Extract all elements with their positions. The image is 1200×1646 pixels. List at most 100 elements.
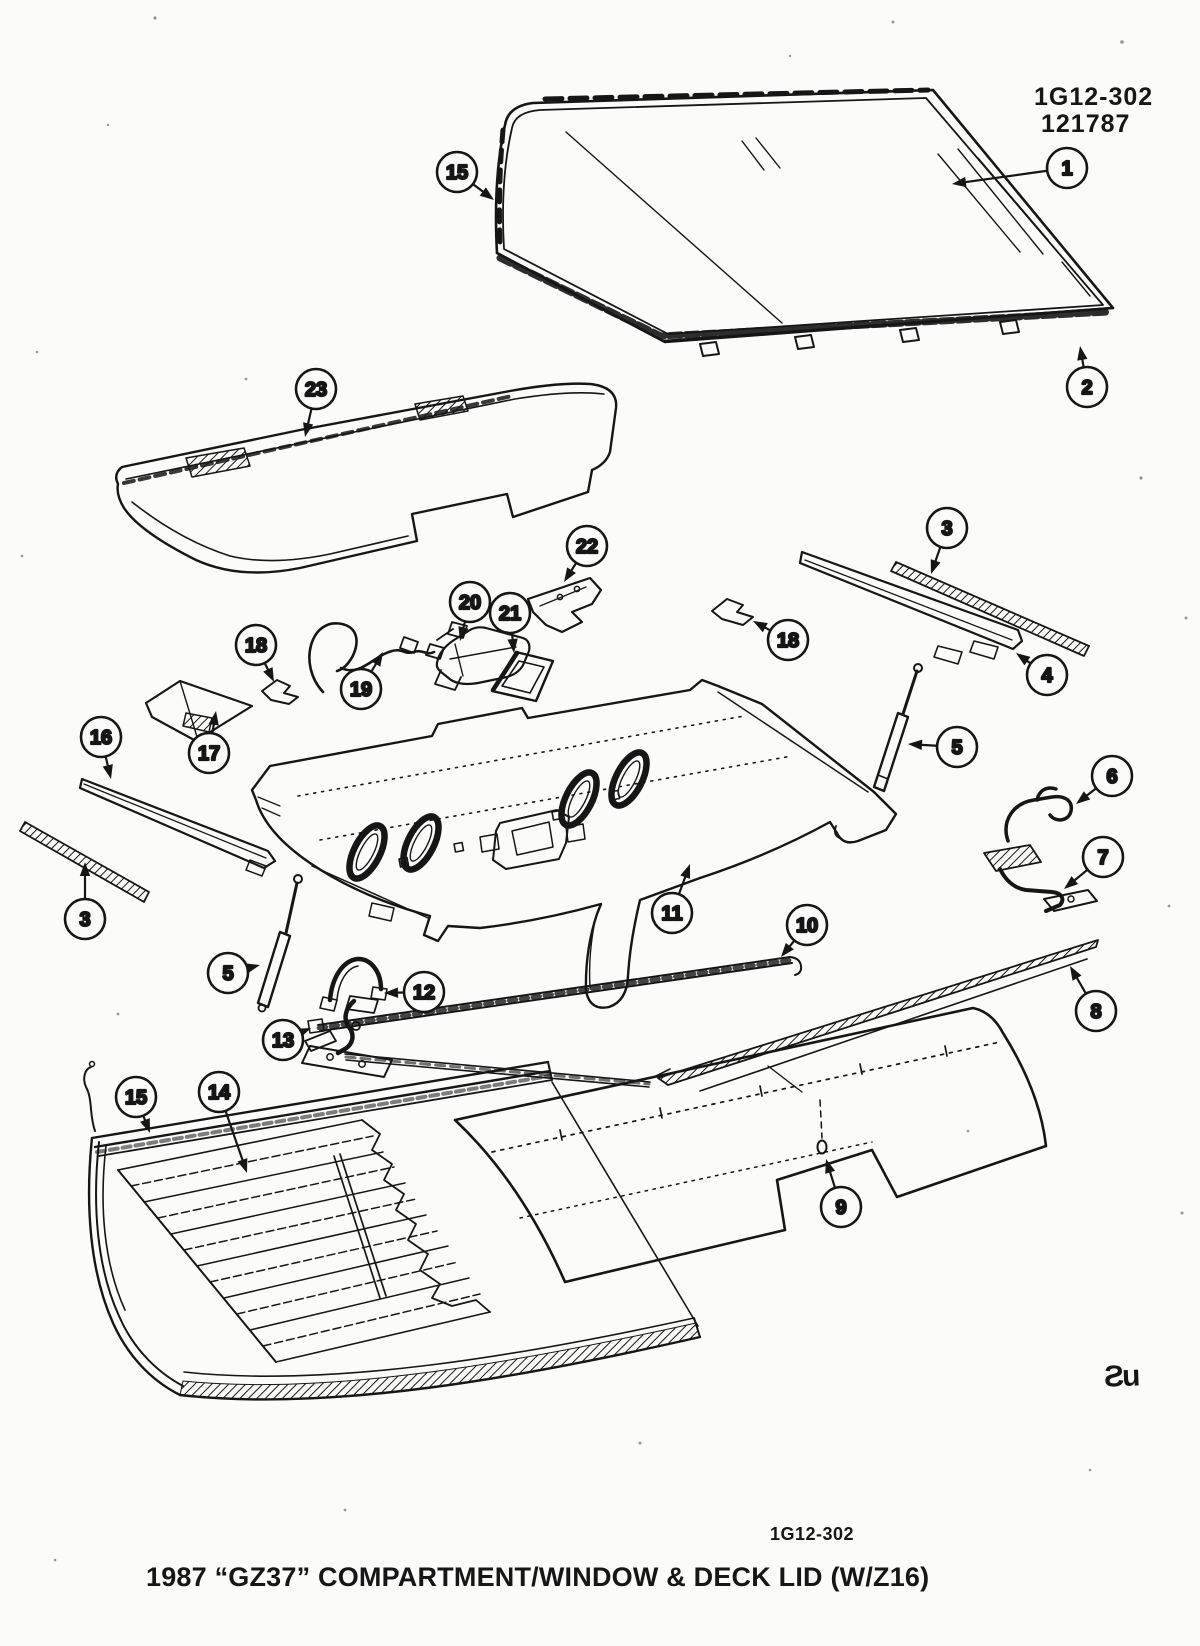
torque-rod-10 <box>307 956 803 1034</box>
svg-text:4: 4 <box>1041 665 1053 687</box>
clip-6 <box>1004 786 1074 843</box>
callout-15: 15 <box>114 1075 158 1133</box>
svg-text:15: 15 <box>125 1087 147 1109</box>
callout-22: 22 <box>564 524 609 582</box>
svg-text:9: 9 <box>835 1197 846 1219</box>
svg-text:22: 22 <box>576 536 598 558</box>
caption-text: 1987 “GZ37” COMPARTMENT/WINDOW & DECK LI… <box>146 1562 930 1592</box>
svg-text:11: 11 <box>661 903 682 925</box>
callout-12: 12 <box>384 970 446 1014</box>
callout-3: 3 <box>925 506 969 574</box>
glass-lower-molding <box>495 251 1115 357</box>
callout-8: 8 <box>1070 966 1118 1033</box>
svg-text:3: 3 <box>941 518 952 540</box>
svg-text:12: 12 <box>413 982 435 1004</box>
glass-upper-molding <box>496 87 931 248</box>
header-codes: 1G12-302 121787 <box>1034 84 1153 138</box>
callout-21: 21 <box>488 591 532 653</box>
callout-18: 18 <box>753 618 810 662</box>
callout-13: 13 <box>261 1018 311 1062</box>
svg-text:19: 19 <box>350 679 372 701</box>
callout-7: 7 <box>1064 835 1125 889</box>
callout-19: 19 <box>339 652 383 711</box>
weatherstrip-15 <box>87 1060 553 1397</box>
weatherstrip-3-left <box>19 821 150 903</box>
callout-23: 23 <box>294 367 338 437</box>
stop-lamp-20 <box>434 626 531 691</box>
callout-10: 10 <box>781 903 829 957</box>
svg-text:18: 18 <box>245 635 267 657</box>
defogger-grid-14 <box>117 1119 491 1363</box>
svg-text:6: 6 <box>1106 766 1117 788</box>
bracket-17 <box>144 679 254 743</box>
svg-text:5: 5 <box>951 737 962 759</box>
rear-window-glass <box>494 87 1115 357</box>
figure-code-text: 1G12-302 <box>770 1524 855 1544</box>
clip-18-right <box>711 598 754 626</box>
molding-4 <box>798 550 1024 665</box>
callout-16: 16 <box>79 715 123 779</box>
spoiler-blade-8 <box>655 939 1099 1092</box>
callout-14: 14 <box>197 1070 248 1173</box>
callout-11: 11 <box>650 864 694 935</box>
weatherstrip-3-right <box>890 561 1090 657</box>
callout-9: 9 <box>819 1159 863 1229</box>
molding-clips <box>699 319 1020 357</box>
svg-text:21: 21 <box>499 603 521 625</box>
divider-bar <box>333 1153 387 1299</box>
svg-text:10: 10 <box>796 915 818 937</box>
svg-text:3: 3 <box>79 909 90 931</box>
molding-16 <box>78 777 277 877</box>
callout-4: 4 <box>1016 653 1069 697</box>
bracket-7 <box>983 844 1098 913</box>
catalog-code-text: 1G12-302 <box>1034 83 1154 111</box>
wiring-harness-19 <box>308 621 468 694</box>
package-tray-panel <box>115 382 618 574</box>
svg-text:8: 8 <box>1090 1001 1101 1023</box>
clip-18-left <box>261 679 299 705</box>
stamp-mark: Ƨu <box>1103 1359 1139 1394</box>
center-recess <box>479 809 586 870</box>
callout-20: 20 <box>448 580 492 641</box>
sill-band <box>178 1081 702 1401</box>
svg-text:16: 16 <box>90 727 112 749</box>
svg-text:13: 13 <box>272 1030 294 1052</box>
callout-2: 2 <box>1065 346 1109 409</box>
callout-18: 18 <box>234 623 278 682</box>
callout-3: 3 <box>63 862 107 941</box>
callout-17: 17 <box>187 711 231 775</box>
glass-reflections <box>565 131 1091 324</box>
svg-text:20: 20 <box>459 592 481 614</box>
svg-text:5: 5 <box>222 963 233 985</box>
svg-text:1: 1 <box>1061 158 1072 180</box>
teardrop-cutouts <box>346 749 650 882</box>
lamp-bezel-21 <box>490 650 555 703</box>
svg-text:7: 7 <box>1097 847 1108 869</box>
svg-text:23: 23 <box>305 379 327 401</box>
gas-strut-5-left <box>256 874 303 1013</box>
svg-text:18: 18 <box>777 630 799 652</box>
retainer-clip-12 <box>319 956 388 1012</box>
scan-noise <box>20 16 1188 1562</box>
deck-lid-panel <box>453 1006 1048 1284</box>
svg-text:17: 17 <box>198 743 220 765</box>
svg-text:14: 14 <box>208 1082 231 1104</box>
tray-grille-right <box>414 395 469 421</box>
svg-text:15: 15 <box>446 162 468 184</box>
deck-lid-hole <box>816 1139 828 1155</box>
hinge-assembly-13 <box>301 995 393 1078</box>
bracket-22 <box>526 576 603 634</box>
callout-1: 1 <box>952 146 1089 190</box>
rear-compartment-panel-11 <box>250 678 898 1009</box>
callout-15: 15 <box>435 150 494 200</box>
window-frame-assembly <box>83 1060 702 1401</box>
callout-5: 5 <box>206 951 260 995</box>
svg-text:2: 2 <box>1081 377 1092 399</box>
callout-5: 5 <box>908 725 979 769</box>
part-number-text: 121787 <box>1041 110 1131 138</box>
pigtail-wire <box>83 1060 96 1132</box>
gas-strut-5-right <box>872 663 923 793</box>
